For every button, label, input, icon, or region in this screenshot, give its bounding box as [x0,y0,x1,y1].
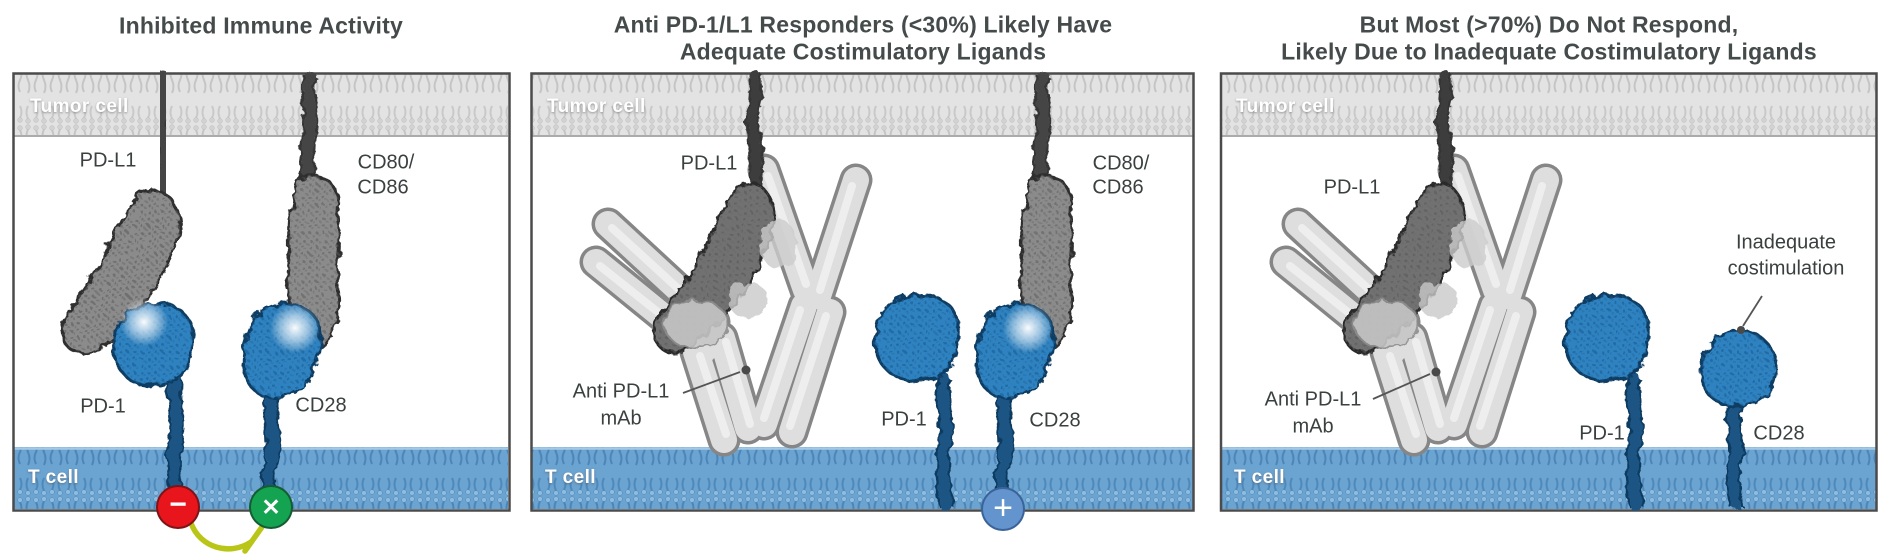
panel1-pd1-label: PD-1 [80,395,126,418]
panel2-tumor-cell-label: Tumor cell [547,96,646,117]
panel1-t-cell-label: T cell [28,467,79,488]
panel3-anti-pdl1-mab-label-line2: mAb [1292,415,1334,438]
panel3-cd28-label: CD28 [1753,422,1805,445]
panel3-title-line1: But Most (>70%) Do Not Respond, [1359,11,1739,38]
panel2-cd28-label: CD28 [1029,409,1081,432]
minus-icon: − [169,488,187,521]
pointer-dot [741,326,1745,377]
cross-icon: ✕ [261,493,281,520]
inhibition-arrow [188,520,265,554]
cd28-molecule-free [1700,329,1778,513]
panel1-cd80-label: CD80/ [357,151,415,174]
panel3-pd1-label: PD-1 [1579,422,1625,445]
panel3-inadequate-costimulation-label-line2: costimulation [1727,257,1845,280]
binding-glow [120,298,168,346]
stimulatory-signal-badge: + [981,487,1025,531]
panel3-tumor-cell-label: Tumor cell [1236,96,1335,117]
panel2-cd80-label: CD80/ [1092,152,1150,175]
plus-icon: + [993,488,1013,527]
panel2-anti-pdl1-mab-label-line2: mAb [600,407,642,430]
panel2-pdl1-label: PD-L1 [680,152,738,175]
panel3-title-line2: Likely Due to Inadequate Costimulatory L… [1281,38,1817,65]
panel2-anti-pdl1-mab-label-line1: Anti PD-L1 [572,380,670,403]
panel3-anti-pdl1-mab-label-line1: Anti PD-L1 [1264,388,1362,411]
panel1-cd86-label: CD86 [357,176,409,199]
panel2-title-line2: Adequate Costimulatory Ligands [679,38,1047,65]
panel2-title-line1: Anti PD-1/L1 Responders (<30%) Likely Ha… [613,11,1113,38]
inhibitory-signal-badge: − [156,485,200,529]
panel2-cd86-label: CD86 [1092,176,1144,199]
blocked-costimulation-badge: ✕ [249,485,293,529]
tumor-membrane [14,74,1876,137]
panel2-pd1-label: PD-1 [881,408,927,431]
panel3-inadequate-costimulation-label-line1: Inadequate [1735,231,1837,254]
panel1-pdl1-label: PD-L1 [79,149,137,172]
pdl1-pd1-pair [60,76,195,512]
panel1-tumor-cell-label: Tumor cell [30,96,129,117]
panel2-t-cell-label: T cell [545,467,596,488]
panel3-t-cell-label: T cell [1234,467,1285,488]
panel1-title: Inhibited Immune Activity [118,12,404,39]
pointer-line [682,295,1763,400]
panel3-pdl1-label: PD-L1 [1323,176,1381,199]
panel1-cd28-label: CD28 [295,394,347,417]
